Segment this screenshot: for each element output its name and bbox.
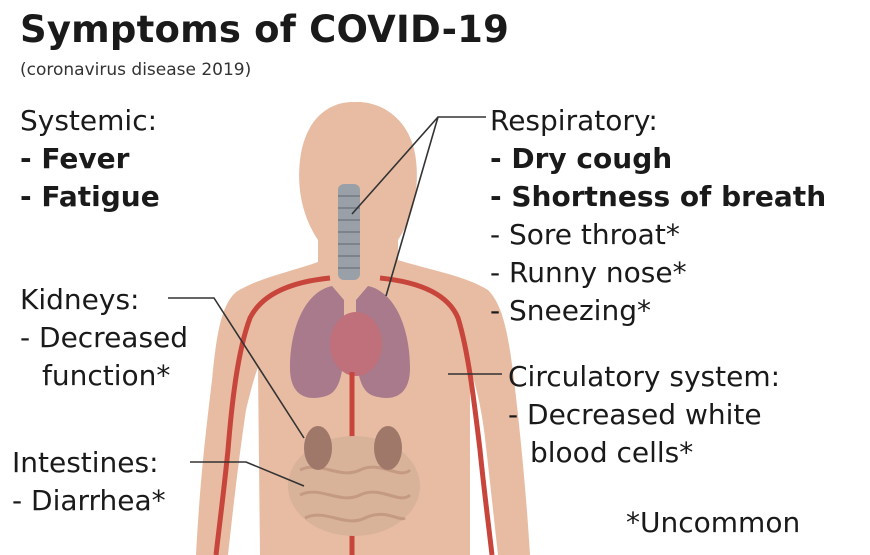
heart <box>330 312 382 376</box>
page-subtitle: (coronavirus disease 2019) <box>20 60 251 80</box>
circulatory-item: blood cells* <box>508 434 780 472</box>
respiratory-item: - Dry cough <box>490 140 826 178</box>
footnote: *Uncommon <box>626 504 800 542</box>
kidneys-item: - Decreased <box>20 319 188 357</box>
intestines-section: Intestines: - Diarrhea* <box>12 444 166 520</box>
kidneys-section: Kidneys: - Decreased function* <box>20 281 188 395</box>
page-title: Symptoms of COVID-19 <box>20 8 509 51</box>
respiratory-item: - Sneezing* <box>490 292 826 330</box>
intestines-heading: Intestines: <box>12 444 166 482</box>
systemic-item: - Fatigue <box>20 178 160 216</box>
kidney-left <box>304 426 332 470</box>
systemic-heading: Systemic: <box>20 102 160 140</box>
intestines-item: - Diarrhea* <box>12 482 166 520</box>
kidney-right <box>374 426 402 470</box>
respiratory-item: - Runny nose* <box>490 254 826 292</box>
systemic-section: Systemic: - Fever - Fatigue <box>20 102 160 216</box>
respiratory-heading: Respiratory: <box>490 102 826 140</box>
respiratory-section: Respiratory: - Dry cough - Shortness of … <box>490 102 826 330</box>
kidneys-heading: Kidneys: <box>20 281 188 319</box>
circulatory-heading: Circulatory system: <box>508 358 780 396</box>
respiratory-item: - Shortness of breath <box>490 178 826 216</box>
circulatory-section: Circulatory system: - Decreased white bl… <box>508 358 780 472</box>
systemic-item: - Fever <box>20 140 160 178</box>
kidneys-item: function* <box>20 357 188 395</box>
circulatory-item: - Decreased white <box>508 396 780 434</box>
respiratory-item: - Sore throat* <box>490 216 826 254</box>
